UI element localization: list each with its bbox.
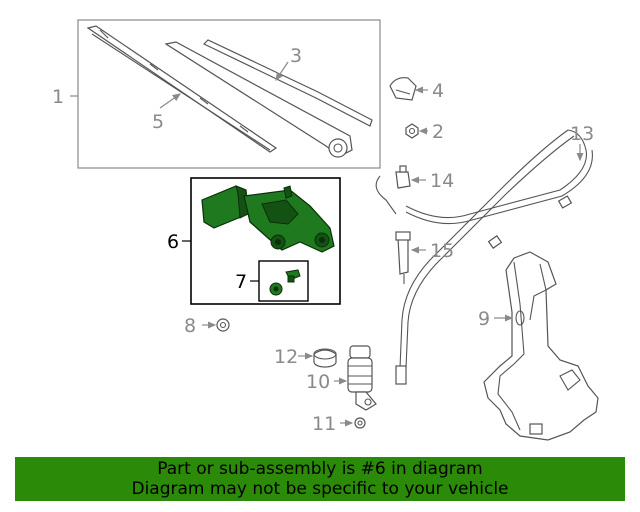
wiper-arm-group-box xyxy=(77,19,381,169)
callout-1: 1 xyxy=(52,86,64,108)
wiper-arm-rod[interactable] xyxy=(202,39,373,127)
wiper-arm[interactable] xyxy=(164,41,353,158)
washer-pump[interactable] xyxy=(347,345,377,411)
fastener-group-box xyxy=(258,260,309,302)
callout-8: 8 xyxy=(184,315,196,337)
callout-3: 3 xyxy=(290,45,302,67)
callout-4: 4 xyxy=(432,80,444,102)
wiper-blade[interactable] xyxy=(86,25,278,153)
hose-connector[interactable] xyxy=(395,231,411,284)
pump-grommet[interactable] xyxy=(354,417,366,429)
banner-line-1: Part or sub-assembly is #6 in diagram xyxy=(157,459,483,479)
callout-10: 10 xyxy=(306,371,330,393)
callout-11: 11 xyxy=(312,413,336,435)
washer-hose[interactable] xyxy=(375,129,593,385)
washer-nozzle[interactable] xyxy=(395,165,411,189)
banner-line-2: Diagram may not be specific to your vehi… xyxy=(131,479,509,499)
callout-13: 13 xyxy=(570,123,594,145)
callout-9: 9 xyxy=(478,308,490,330)
grommet[interactable] xyxy=(216,318,230,332)
callout-14: 14 xyxy=(430,170,454,192)
callout-12: 12 xyxy=(274,346,298,368)
wiper-motor[interactable] xyxy=(201,185,335,253)
callout-15: 15 xyxy=(430,240,454,262)
pump-seal[interactable] xyxy=(313,348,337,368)
wiper-arm-cap[interactable] xyxy=(389,77,417,101)
callout-2: 2 xyxy=(432,121,444,143)
motor-fasteners[interactable] xyxy=(269,269,301,296)
callout-6: 6 xyxy=(167,231,179,253)
parts-diagram: 1 2 3 4 5 6 7 8 9 10 11 12 13 14 15 xyxy=(52,19,599,441)
callout-5: 5 xyxy=(152,111,164,133)
callout-7: 7 xyxy=(235,271,247,293)
washer-reservoir[interactable] xyxy=(483,251,599,441)
info-banner: Part or sub-assembly is #6 in diagram Di… xyxy=(15,457,625,501)
nut[interactable] xyxy=(405,123,419,139)
